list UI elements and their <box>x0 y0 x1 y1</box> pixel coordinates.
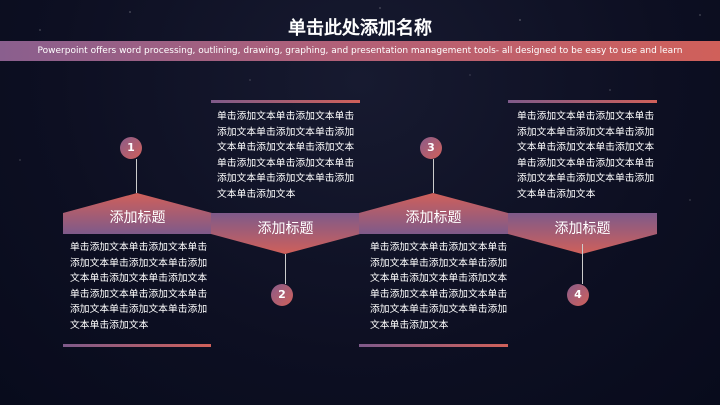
step-2-heading-shape[interactable]: 添加标题 <box>211 213 360 254</box>
step-4-number-badge: 4 <box>567 284 589 306</box>
connector-line <box>136 159 137 193</box>
connector-line <box>285 254 286 284</box>
step-3-heading-shape[interactable]: 添加标题 <box>359 193 508 234</box>
subtitle-banner[interactable]: Powerpoint offers word processing, outli… <box>0 41 720 61</box>
step-3-accent-bar <box>359 344 508 347</box>
step-4-heading: 添加标题 <box>554 221 611 237</box>
step-3-number-badge: 3 <box>420 137 442 159</box>
step-2-number-badge: 2 <box>271 284 293 306</box>
step-3-text[interactable]: 单击添加文本单击添加文本单击添加文本单击添加文本单击添加文本单击添加文本单击添加… <box>370 242 508 331</box>
step-1-number-badge: 1 <box>120 137 142 159</box>
slide-title[interactable]: 单击此处添加名称 <box>288 18 432 39</box>
step-1-heading-shape[interactable]: 添加标题 <box>63 193 212 234</box>
step-3-heading: 添加标题 <box>405 210 462 226</box>
step-2-accent-bar <box>211 100 360 103</box>
step-1-accent-bar <box>63 344 211 347</box>
connector-line <box>582 244 583 284</box>
step-4-accent-bar <box>508 100 657 103</box>
step-4-heading-shape[interactable]: 添加标题 <box>508 213 657 254</box>
step-1-heading: 添加标题 <box>109 210 166 226</box>
step-1-text[interactable]: 单击添加文本单击添加文本单击添加文本单击添加文本单击添加文本单击添加文本单击添加… <box>70 242 208 331</box>
step-2-text[interactable]: 单击添加文本单击添加文本单击添加文本单击添加文本单击添加文本单击添加文本单击添加… <box>217 111 355 200</box>
step-4-text[interactable]: 单击添加文本单击添加文本单击添加文本单击添加文本单击添加文本单击添加文本单击添加… <box>517 111 655 200</box>
step-2-heading: 添加标题 <box>257 221 314 237</box>
connector-line <box>433 159 434 193</box>
